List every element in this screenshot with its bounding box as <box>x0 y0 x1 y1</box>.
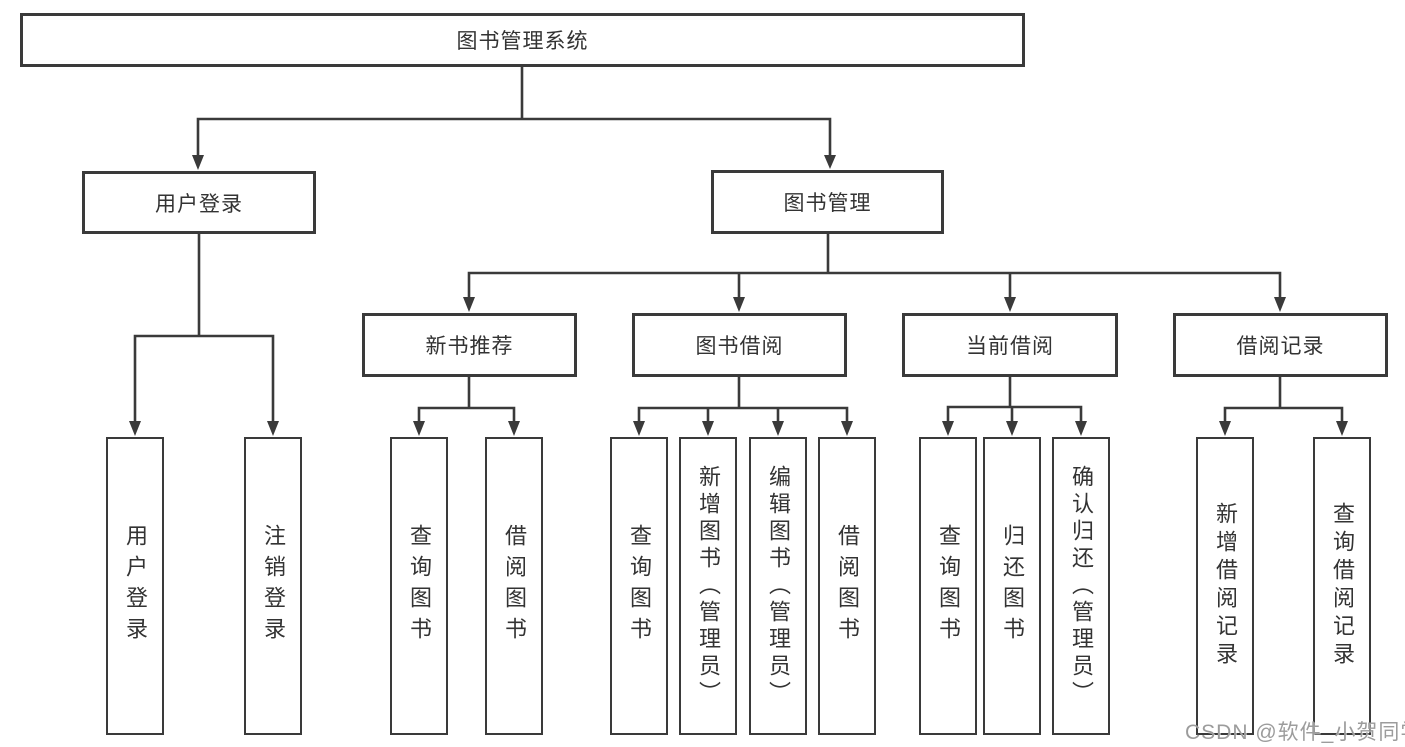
leaf-query-borrow-record-label: 查询借阅记录 <box>1330 502 1355 670</box>
node-user-login-label: 用户登录 <box>155 192 243 216</box>
leaf-confirm-return-admin: 确认归还（管理员） <box>1052 437 1110 735</box>
connector-new-books <box>417 375 516 424</box>
leaf-query-borrow-record: 查询借阅记录 <box>1313 437 1371 735</box>
arrowhead-icon <box>633 421 645 436</box>
arrowhead-icon <box>129 421 141 436</box>
leaf-borrow-books-2: 借阅图书 <box>818 437 876 735</box>
csdn-watermark: CSDN @软件_小贺同学 <box>1185 721 1405 744</box>
arrowhead-icon <box>267 421 279 436</box>
arrowhead-icon <box>413 421 425 436</box>
connector-user-login <box>133 232 275 424</box>
leaf-query-books-1-label: 查询图书 <box>407 524 432 648</box>
leaf-query-books-1: 查询图书 <box>390 437 448 735</box>
arrowhead-icon <box>1274 297 1286 312</box>
node-borrow-records: 借阅记录 <box>1173 313 1388 377</box>
leaf-confirm-return-admin-label: 确认归还（管理员） <box>1069 464 1094 708</box>
node-library-system: 图书管理系统 <box>20 13 1025 67</box>
leaf-user-login: 用户登录 <box>106 437 164 735</box>
arrowhead-icon <box>1006 421 1018 436</box>
node-current-borrow: 当前借阅 <box>902 313 1118 377</box>
arrowhead-icon <box>1075 421 1087 436</box>
leaf-logout: 注销登录 <box>244 437 302 735</box>
node-new-book-recommend-label: 新书推荐 <box>425 335 514 358</box>
node-borrow-records-label: 借阅记录 <box>1236 335 1325 358</box>
node-book-management: 图书管理 <box>711 170 944 234</box>
leaf-add-books-admin-label: 新增图书（管理员） <box>696 464 721 708</box>
leaf-query-books-3: 查询图书 <box>919 437 977 735</box>
leaf-borrow-books-2-label: 借阅图书 <box>835 524 860 648</box>
leaf-borrow-books-1-label: 借阅图书 <box>502 524 527 648</box>
node-user-login: 用户登录 <box>82 171 316 234</box>
connector-book-mgmt <box>467 232 1282 300</box>
connector-book-borrow <box>637 375 849 424</box>
arrowhead-icon <box>1004 297 1016 312</box>
arrowhead-icon <box>824 155 836 169</box>
leaf-edit-books-admin: 编辑图书（管理员） <box>749 437 807 735</box>
leaf-edit-books-admin-label: 编辑图书（管理员） <box>766 464 791 708</box>
leaf-return-books: 归还图书 <box>983 437 1041 735</box>
leaf-query-books-2: 查询图书 <box>610 437 668 735</box>
connector-borrow-records <box>1223 375 1344 424</box>
arrowhead-icon <box>1219 421 1231 436</box>
arrowhead-icon <box>702 421 714 436</box>
leaf-logout-label: 注销登录 <box>261 524 286 648</box>
connector-current-borrow <box>946 375 1083 424</box>
node-book-borrow-label: 图书借阅 <box>695 335 784 358</box>
arrowhead-icon <box>1336 421 1348 436</box>
connector-root <box>196 65 832 158</box>
node-book-borrow: 图书借阅 <box>632 313 847 377</box>
leaf-user-login-label: 用户登录 <box>123 524 148 648</box>
arrowhead-icon <box>942 421 954 436</box>
arrowhead-icon <box>772 421 784 436</box>
leaf-return-books-label: 归还图书 <box>1000 524 1025 648</box>
arrowhead-icon <box>733 297 745 312</box>
arrowhead-icon <box>841 421 853 436</box>
leaf-add-borrow-record-label: 新增借阅记录 <box>1213 502 1238 670</box>
arrowhead-icon <box>508 421 520 436</box>
leaf-add-borrow-record: 新增借阅记录 <box>1196 437 1254 735</box>
arrowhead-icon <box>463 297 475 312</box>
node-current-borrow-label: 当前借阅 <box>966 335 1054 358</box>
node-book-management-label: 图书管理 <box>783 192 872 215</box>
leaf-query-books-3-label: 查询图书 <box>936 524 961 648</box>
arrowhead-icon <box>192 155 204 170</box>
node-new-book-recommend: 新书推荐 <box>362 313 577 377</box>
leaf-borrow-books-1: 借阅图书 <box>485 437 543 735</box>
leaf-query-books-2-label: 查询图书 <box>627 524 652 648</box>
node-library-system-label: 图书管理系统 <box>456 30 589 53</box>
leaf-add-books-admin: 新增图书（管理员） <box>679 437 737 735</box>
